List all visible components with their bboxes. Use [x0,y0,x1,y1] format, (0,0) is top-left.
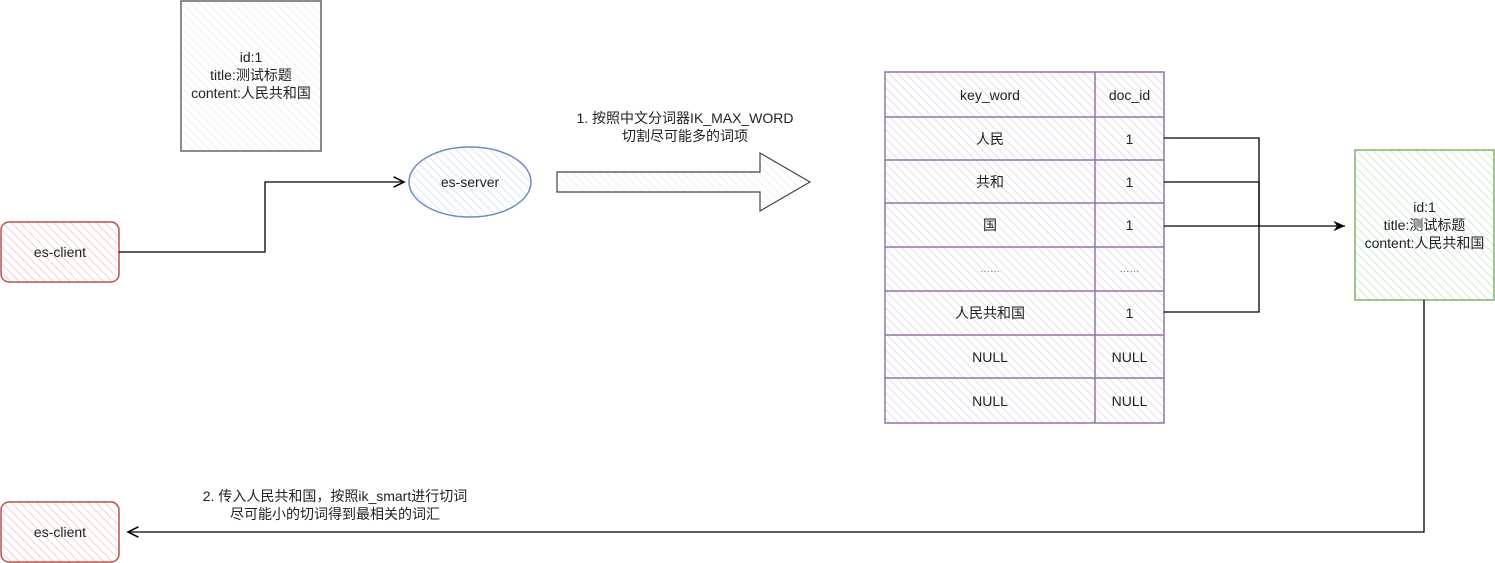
result-box-text: id:1 title:测试标题 content:人民共和国 [1350,198,1495,252]
step2-line-2: 尽可能小的切词得到最相关的词汇 [230,506,440,522]
table-cell-docid: …… [1119,263,1140,275]
doc-title-line: title:测试标题 [210,67,292,83]
connector-client-to-server [119,182,404,253]
table-cell-keyword: 国 [983,217,997,233]
result-title-line: title:测试标题 [1383,217,1466,233]
step1-annotation: 1. 按照中文分词器IK_MAX_WORD 切割尽可能多的词项 [545,109,825,145]
step2-line-1: 2. 传入人民共和国，按照ik_smart进行切词 [202,488,468,504]
table-cell-keyword: NULL [972,348,1008,365]
table-cell-docid: NULL [1111,348,1148,365]
doc-content-line: content:人民共和国 [191,85,311,101]
result-id-line: id:1 [1413,199,1436,215]
table-cell-docid: NULL [1111,392,1148,409]
header-doc-id: doc_id [1108,86,1151,103]
big-arrow-icon [556,151,812,213]
es-client-bottom-box[interactable] [0,501,120,563]
table-cell-keyword: …… [980,263,1000,275]
doc-id-line: id:1 [239,49,263,65]
es-client-top-label: es-client [33,244,87,260]
inverted-index-table [884,71,1165,424]
result-document-box[interactable] [1354,149,1495,301]
table-cell-keyword: 人民 [976,130,1004,147]
es-server-node[interactable] [408,146,532,218]
document-box-text: id:1 title:测试标题 content:人民共和国 [181,48,321,102]
step1-line-1: 1. 按照中文分词器IK_MAX_WORD [576,110,794,126]
table-cell-docid: 1 [1125,173,1134,190]
es-server-label: es-server [440,174,500,190]
table-cell-keyword: 人民共和国 [955,305,1025,321]
connector-result-to-client [128,300,1425,532]
table-cell-docid: 1 [1125,217,1134,233]
es-client-bottom-label: es-client [33,524,87,540]
result-content-line: content:人民共和国 [1364,235,1485,251]
row-connectors [1164,137,1345,313]
document-box[interactable] [180,0,322,152]
table-cell-keyword: 共和 [976,173,1004,190]
table-cell-docid: 1 [1125,305,1134,321]
step2-annotation: 2. 传入人民共和国，按照ik_smart进行切词 尽可能小的切词得到最相关的词… [160,487,510,523]
table-cell-docid: 1 [1125,130,1134,147]
step1-line-2: 切割尽可能多的词项 [622,128,748,144]
header-key-word: key_word [960,86,1020,103]
table-cell-keyword: NULL [972,392,1008,409]
